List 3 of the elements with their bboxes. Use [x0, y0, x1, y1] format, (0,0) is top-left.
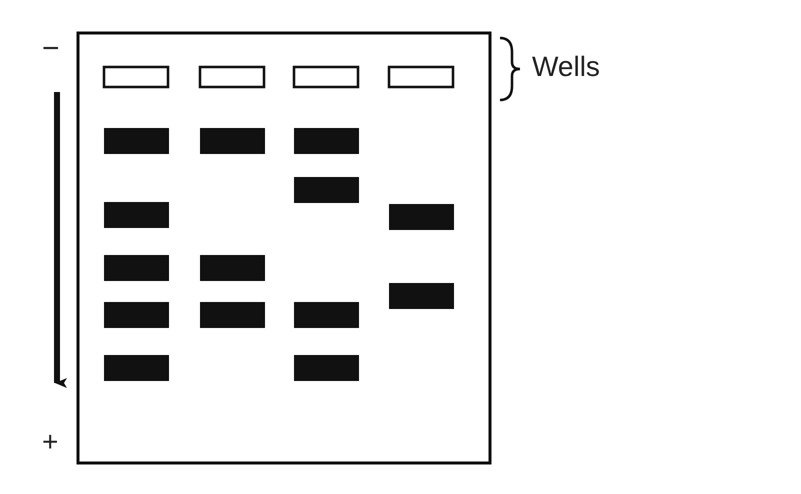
bracket-label: Wells: [532, 53, 600, 81]
minus-sign: −: [42, 34, 60, 64]
plus-sign: +: [42, 428, 58, 456]
